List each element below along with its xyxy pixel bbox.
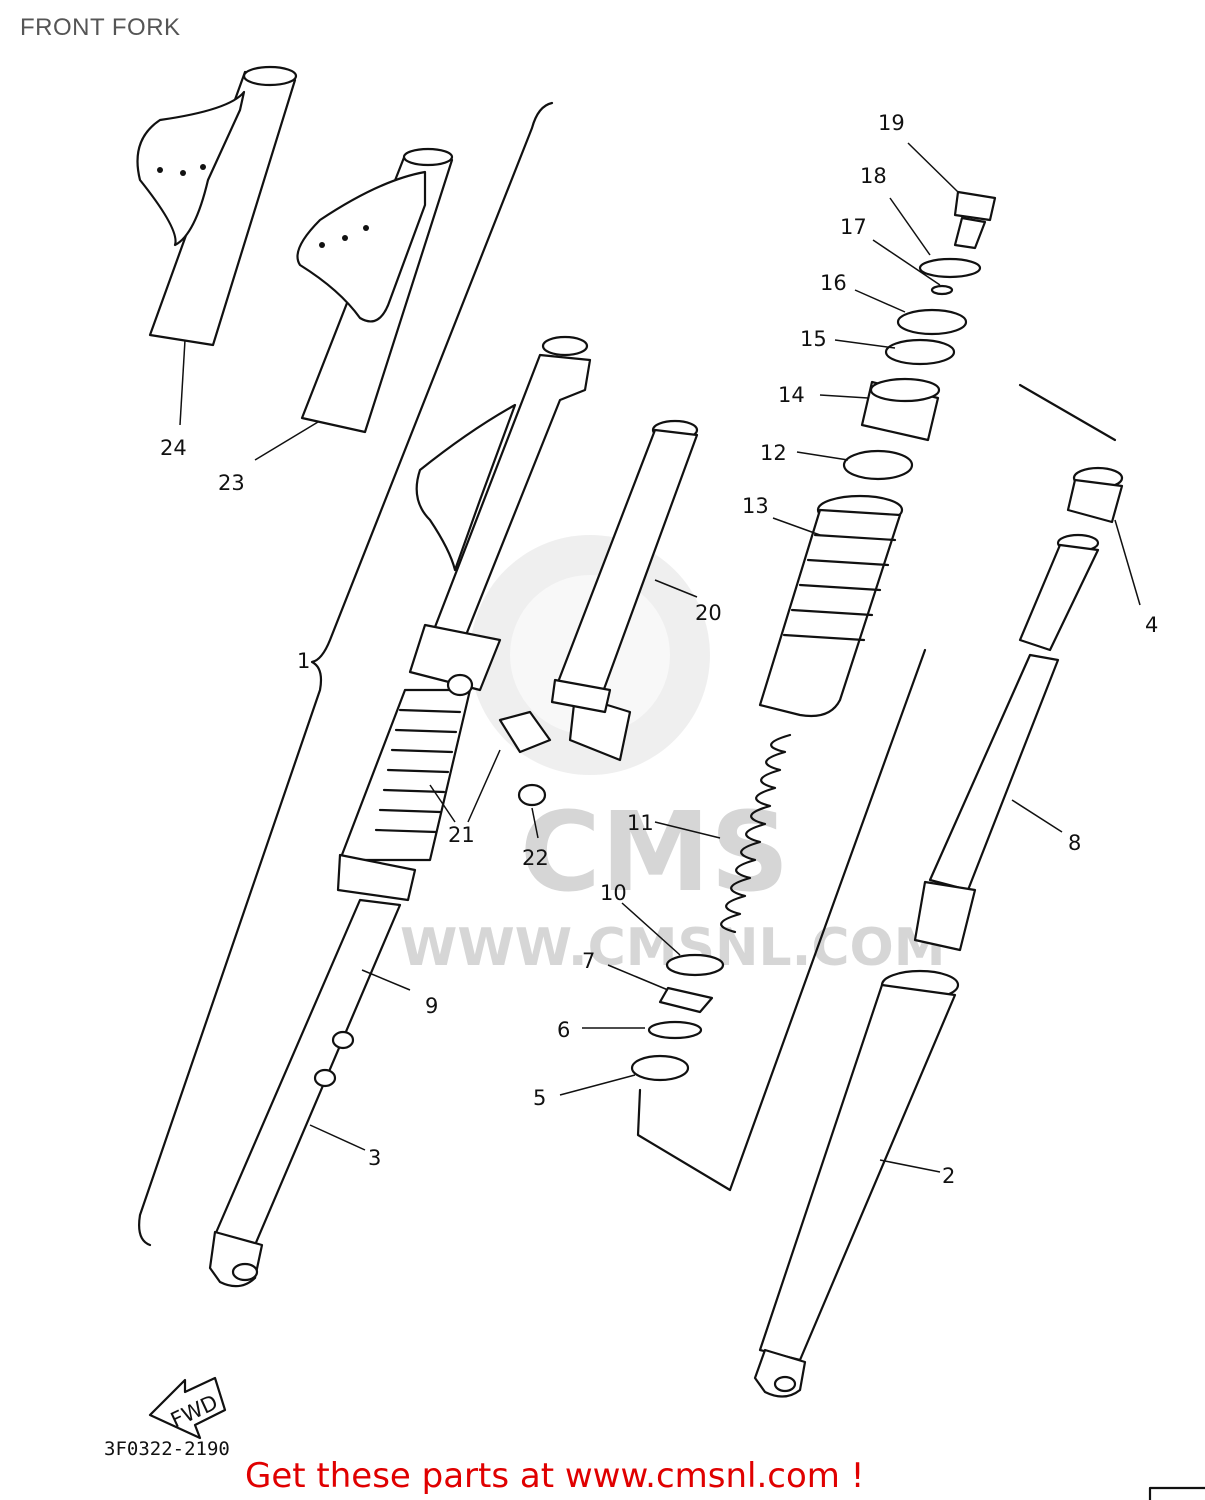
fork-cover-right [296,147,454,434]
callout-10: 10 [600,881,627,905]
callout-3: 3 [368,1146,381,1170]
callout-12: 12 [760,441,787,465]
callout-24: 24 [160,436,187,460]
callout-1: 1 [297,649,310,673]
callout-23: 23 [218,471,245,495]
assembly-bracket [138,101,554,1247]
page-title: FRONT FORK [20,14,181,41]
top-stack-parts [842,190,997,481]
callout-18: 18 [860,164,887,188]
inner-tube [550,419,699,714]
callout-2: 2 [942,1164,955,1188]
watermark-brand: CMS [520,788,789,916]
callout-6: 6 [557,1018,570,1042]
leader-lines [179,142,1141,1173]
document-code: 3F0322-2190 [104,1438,230,1460]
callout-20: 20 [695,601,722,625]
callout-8: 8 [1068,831,1081,855]
corner-mark [1148,1486,1205,1500]
callout-15: 15 [800,327,827,351]
callout-21: 21 [448,823,475,847]
callout-9: 9 [425,994,438,1018]
left-fork-assembly [208,335,592,1288]
seal-parts [630,648,927,1192]
callout-4: 4 [1145,613,1158,637]
fork-spring [720,733,792,934]
callout-7: 7 [582,949,595,973]
callout-numbers: 1 2 3 4 5 6 7 8 9 10 11 12 13 14 15 16 1… [160,111,1158,1188]
callout-19: 19 [878,111,905,135]
fwd-arrow-icon: FWD [148,1376,227,1440]
callout-5: 5 [533,1086,546,1110]
callout-17: 17 [840,215,867,239]
clamp-parts [446,673,632,807]
right-fork-parts [753,383,1124,1398]
promo-link[interactable]: Get these parts at www.cmsnl.com ! [245,1456,865,1496]
callout-14: 14 [778,383,805,407]
callout-11: 11 [627,811,654,835]
callout-22: 22 [522,846,549,870]
callout-13: 13 [742,494,769,518]
fork-cover-left [136,65,298,347]
dust-boot [758,494,904,718]
callout-16: 16 [820,271,847,295]
